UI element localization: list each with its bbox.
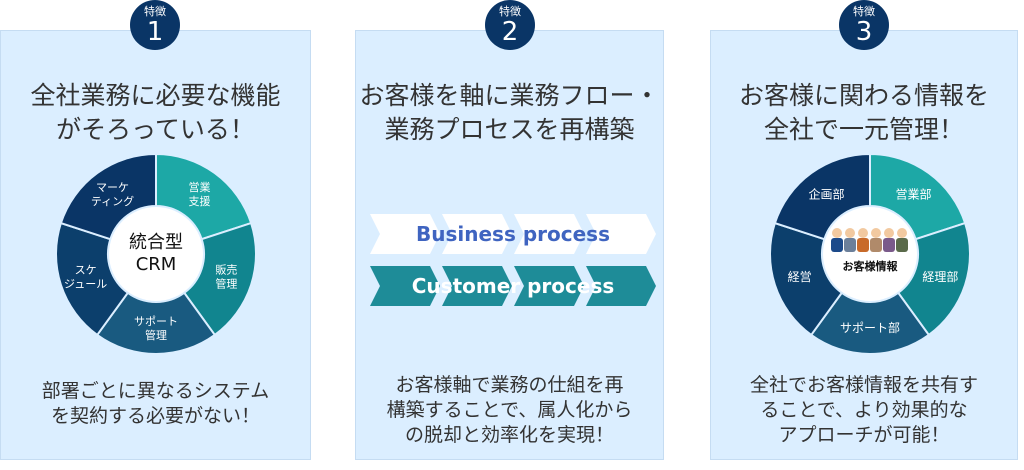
feature-card-1: 全社業務に必要な機能 がそろっている！ 営業支援販売管理サポート管理スケジュール… xyxy=(0,30,311,460)
feature-1-description: 部署ごとに異なるシステム を契約する必要がない！ xyxy=(41,380,270,427)
customer-info-center-label: お客様情報 xyxy=(843,259,899,273)
donut-segment xyxy=(59,152,157,241)
feature-3-heading: お客様に関わる情報を 全社で一元管理！ xyxy=(738,81,989,144)
feature-card-3: お客様に関わる情報を 全社で一元管理！ 営業部経理部サポート部 経営 企画部お客様情… xyxy=(710,30,1018,460)
feature-1-heading: 全社業務に必要な機能 がそろっている！ xyxy=(30,81,281,144)
feature-badge-2: 特徴 2 xyxy=(485,0,535,50)
donut-segment xyxy=(896,221,971,337)
donut-segment xyxy=(182,221,257,337)
donut-segment xyxy=(95,291,217,355)
feature-badge-1: 特徴 1 xyxy=(130,0,180,50)
donut-center xyxy=(109,207,203,301)
feature-2-heading: お客様を軸に業務フロー・ 業務プロセスを再構築 xyxy=(359,81,660,144)
donut-segment xyxy=(869,152,967,241)
donut-segment-label: 企画部 xyxy=(808,186,844,201)
donut-segment xyxy=(155,152,253,241)
customer-process-arrows xyxy=(370,266,656,306)
feature-3-description: 全社でお客様情報を共有す ることで、より効果的な アプローチが可能！ xyxy=(749,374,978,446)
feature-card-2: お客様を軸に業務フロー・ 業務プロセスを再構築 Business process… xyxy=(355,30,664,460)
crm-center-label: CRM xyxy=(136,254,177,275)
business-process-label: Business process xyxy=(416,222,610,246)
donut-segment-label: マーケティング xyxy=(91,181,134,208)
process-arrows-diagram: Business process Customer process xyxy=(370,214,656,306)
business-process-arrows xyxy=(370,214,656,254)
customers-illustration xyxy=(831,228,908,252)
donut-segment xyxy=(769,221,844,337)
donut-segment-label: 営業支援 xyxy=(188,180,210,208)
donut-center xyxy=(823,207,917,301)
feature-badge-3: 特徴 3 xyxy=(839,0,889,50)
crm-center-label: 統合型 xyxy=(129,232,183,253)
customer-process-label: Customer process xyxy=(412,274,615,298)
donut-segment-label: 販売管理 xyxy=(215,264,237,291)
donut-segment-label: サポート管理 xyxy=(134,315,178,342)
donut-segment-label: 経営 xyxy=(788,270,812,284)
donut-segment-label: スケジュール xyxy=(64,264,107,291)
donut-segment-label: サポート部 xyxy=(840,320,900,335)
donut-segment xyxy=(809,291,931,355)
donut-segment-label: 経理部 xyxy=(922,269,958,284)
feature-2-description: お客様軸で業務の仕組を再 構築することで、属人化から の脱却と効率化を実現！ xyxy=(386,374,633,446)
donut-segment xyxy=(773,152,871,241)
donut-segment xyxy=(55,221,130,337)
donut-segment-label: 営業部 xyxy=(895,186,931,201)
